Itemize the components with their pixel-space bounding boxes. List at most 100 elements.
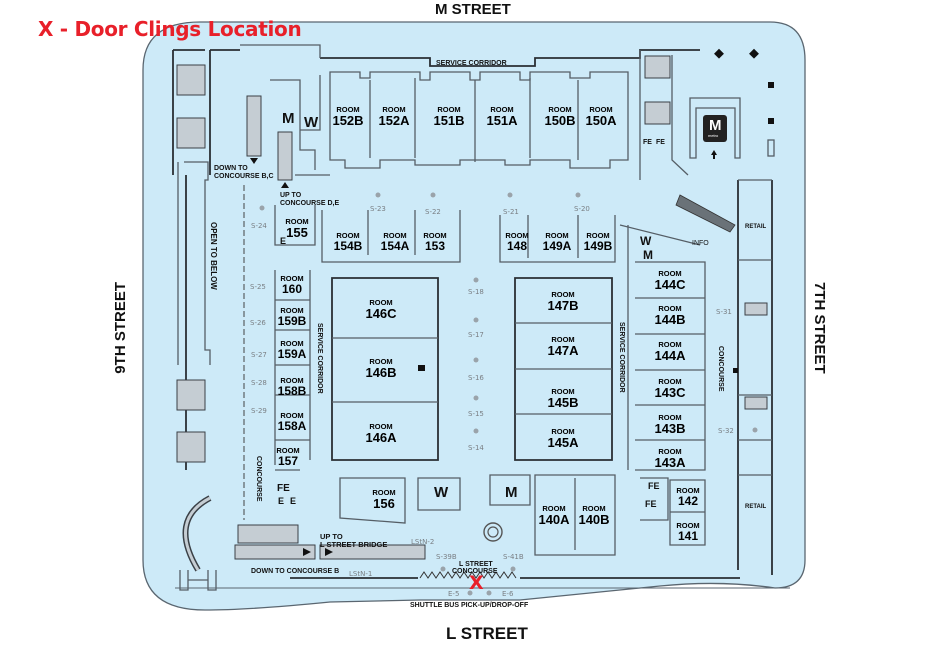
sign-s-16: S-16 — [468, 374, 484, 382]
room-label: ROOM — [658, 304, 682, 313]
room-label: ROOM — [336, 231, 360, 240]
shuttle-label: SHUTTLE BUS PICK-UP/DROP-OFF — [410, 602, 529, 609]
room-number: 146C — [365, 305, 397, 321]
room-156-outline — [339, 477, 406, 524]
rooms-148-149-outline — [499, 215, 616, 263]
escalator-up-bridge — [319, 544, 426, 560]
retail-label-2: RETAIL — [745, 504, 767, 510]
room-label: ROOM — [336, 105, 360, 114]
fire-extinguisher-ne-2: FE — [656, 139, 665, 146]
open-to-below-label: OPEN TO BELOW — [209, 222, 218, 290]
room-number: 151A — [486, 112, 518, 128]
room-label: ROOM — [545, 231, 569, 240]
room-number: 143A — [654, 454, 686, 470]
arrow-icon — [250, 158, 289, 188]
sign-s-32: S-32 — [718, 427, 734, 435]
room-number: 148 — [506, 238, 528, 253]
spiral-stair-outer — [483, 522, 503, 542]
room-number: 144A — [654, 347, 686, 363]
down-b-label: DOWN TO CONCOURSE B — [251, 568, 340, 575]
sign-s-26: S-26 — [250, 319, 266, 327]
restroom-women-south-outline — [417, 477, 461, 511]
stair-w-2 — [176, 431, 206, 463]
up-de-label-2: CONCOURSE D,E — [280, 200, 340, 207]
east-restroom-wall — [619, 224, 701, 246]
sign-dots — [259, 192, 758, 596]
west-wall — [172, 50, 211, 470]
room-label: ROOM — [423, 231, 447, 240]
elevator-w: E — [280, 236, 287, 246]
room-label: ROOM — [551, 335, 575, 344]
room-number: 145B — [547, 394, 579, 410]
room-label: ROOM — [658, 269, 682, 278]
room-label: ROOM — [490, 105, 514, 114]
room-number: 152B — [332, 112, 364, 128]
restroom-men-south-outline — [489, 474, 531, 506]
concourse-west: CONCOURSE — [255, 456, 262, 502]
sign-s-41b: S-41B — [503, 553, 524, 561]
room-label: ROOM — [285, 217, 309, 226]
column-marker — [749, 48, 759, 59]
room-number: 154A — [380, 238, 410, 253]
restroom-men-south: M — [505, 484, 518, 501]
up-bridge-label-1: UP TO — [320, 532, 343, 541]
room-number: 155 — [286, 224, 308, 240]
street-label-south: L STREET — [446, 624, 528, 643]
door-cling-marker[interactable]: X — [469, 572, 484, 594]
room-number: 159A — [277, 346, 307, 361]
escalator-arrows-icon — [303, 548, 333, 556]
rooms-140-outline — [534, 474, 616, 556]
rooms-154-153-outline — [321, 210, 461, 263]
room-number: 158B — [277, 383, 307, 398]
room-number: 140B — [578, 511, 610, 527]
room-label: ROOM — [551, 387, 575, 396]
service-corridor-north: SERVICE CORRIDOR — [436, 60, 507, 67]
restroom-block-north — [270, 75, 330, 176]
sign-s-20: S-20 — [574, 205, 590, 213]
room-label: ROOM — [369, 298, 393, 307]
retail-label-1: RETAIL — [745, 224, 767, 230]
fire-extinguisher-se-2: FE — [645, 499, 657, 509]
room-label: ROOM — [586, 231, 610, 240]
room-label: ROOM — [280, 274, 304, 283]
rooms-146-outline — [331, 277, 439, 461]
room-label: ROOM — [676, 486, 700, 495]
